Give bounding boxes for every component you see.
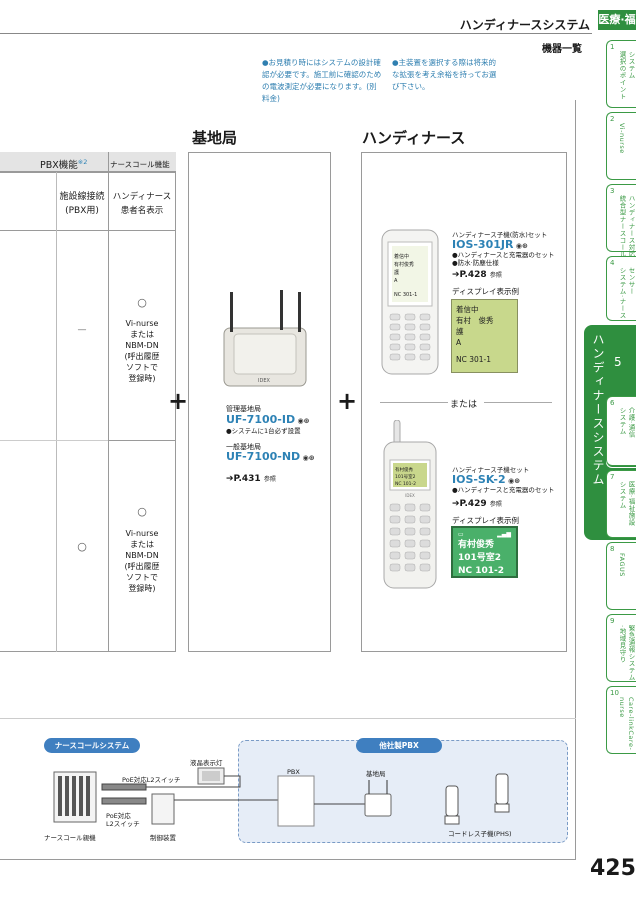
table-rule-2: [0, 230, 176, 231]
pbx-label: PBX: [287, 768, 300, 776]
active-tab-number: 5: [614, 355, 622, 369]
table-header-row: [0, 152, 176, 172]
waterproof-handset-image: 着信中 有村俊秀 護 A NC 301-1: [381, 229, 439, 375]
estimate-note: ●お見積り時にはシステムの設計確認が必要です。施工前に確認のための電波測定が必要…: [262, 58, 382, 103]
header-rule: [0, 33, 592, 34]
or-text: または: [450, 400, 478, 410]
page-number: 425: [590, 856, 636, 881]
master-label: ナースコール親機: [44, 834, 96, 842]
handset1-display-label: ディスプレイ表示例: [452, 287, 519, 296]
active-tab-label: ハンディナースシステム: [591, 333, 605, 487]
side-tab-3[interactable]: 3 ハンディナース対応 統合型ナースコール: [606, 184, 636, 258]
table-divider-v2: [56, 172, 57, 230]
mgmt-base-label: 管理基地局: [226, 405, 261, 413]
base-station-panel: [188, 152, 331, 652]
controller-label: 制御装置: [150, 834, 176, 842]
svg-text:IDEX: IDEX: [258, 378, 270, 384]
row1-facility-value: —: [77, 325, 87, 335]
handset1-label: ハンディナース子機(防水)セット: [452, 231, 548, 239]
handset2-label: ハンディナース子機セット: [452, 466, 530, 474]
handset2-image: 有村俊秀 101号室2 NC 101-2 IDEX: [383, 420, 437, 589]
handset2-model: IOS-SK-2 ◉⊛: [452, 473, 521, 486]
handset2-lcd-example: ▭▂▄▆ 有村俊秀 101号室2 NC 101-2: [451, 526, 518, 578]
table-rule: [0, 172, 176, 173]
other-pbx-pill: 他社製PBX: [356, 738, 442, 753]
svg-text:護: 護: [394, 269, 399, 276]
base-station-image: IDEX: [223, 290, 307, 387]
general-base-label: 一般基地局: [226, 443, 261, 451]
handset2-display-label: ディスプレイ表示例: [452, 516, 519, 525]
handset1-model: IOS-301JR ◉⊛: [452, 238, 528, 251]
page-header-title: ハンディナースシステム: [459, 18, 590, 32]
table-rule-3: [108, 440, 176, 441]
nurse-call-master-icon: [53, 771, 97, 823]
or-divider-left: [380, 402, 448, 403]
svg-text:NC 301-1: NC 301-1: [394, 292, 417, 298]
section-heading-handy: ハンディナース: [362, 129, 466, 147]
battery-icon: ▭: [458, 531, 464, 538]
svg-text:NC 101-2: NC 101-2: [395, 481, 416, 487]
svg-text:IDEX: IDEX: [405, 493, 415, 498]
plus-sign-left: +: [168, 387, 189, 415]
page-subtitle: 機器一覧: [542, 44, 582, 55]
row2-facility-value: ○: [77, 540, 87, 553]
handset1-note1: ●ハンディナースと充電器のセット: [452, 251, 555, 259]
table-divider-v3: [56, 230, 57, 652]
system-diagram: [53, 767, 510, 827]
row2-mark: ○: [137, 505, 147, 518]
row2-note: Vi-nurse または NBM-DN (呼出履歴 ソフトで 登録時): [124, 529, 160, 593]
main-content-frame: [0, 100, 576, 860]
svg-text:着信中: 着信中: [394, 253, 409, 260]
or-divider-right: [484, 402, 552, 403]
row1-mark: ○: [137, 296, 147, 309]
side-tab-1[interactable]: 1 ナースコール システム 選択のポイント: [606, 40, 636, 108]
handset2-note1: ●ハンディナースと充電器のセット: [452, 486, 555, 494]
side-tab-7[interactable]: 7 医療·福祉施設 システム: [606, 470, 636, 538]
col-patient-name: ハンディナース 患者名表示: [112, 192, 172, 216]
table-rule-4: [0, 440, 108, 441]
handset1-lcd-example: 着信中 有村 俊秀 護 A NC 301-1: [451, 299, 518, 373]
mgmt-base-model: UF-7100-ID ◉⊛: [226, 413, 310, 426]
category-badge: 医療·福祉: [598, 10, 636, 46]
signal-icon: ▂▄▆: [497, 531, 511, 538]
side-tab-8[interactable]: 8 FAGUS: [606, 542, 636, 610]
poe-switch-bottom-label: PoE対応 L2スイッチ: [106, 812, 140, 828]
side-tab-10[interactable]: 10 Care-linkCare-nurse: [606, 686, 636, 754]
handset1-ref[interactable]: ➔P.428 参照: [452, 270, 502, 280]
side-tab-6[interactable]: 6 介護·通信 システム: [606, 396, 636, 466]
selection-note: ●主装置を選択する際は将来的な拡張を考え余裕を持ってお選び下さい。: [392, 58, 497, 91]
col-facility-line: 施設線接続 (PBX用): [59, 192, 105, 216]
side-tab-4[interactable]: 4 センサー システム·ナース: [606, 256, 636, 321]
cordless-label: コードレス子機(PHS): [448, 830, 512, 838]
section-heading-base: 基地局: [192, 129, 238, 147]
handset2-ref[interactable]: ➔P.429 参照: [452, 499, 502, 509]
side-tab-9[interactable]: 9 緊急通報システム ·地域見守り: [606, 614, 636, 682]
svg-text:有村俊秀: 有村俊秀: [395, 466, 413, 473]
lcd-light-label: 液晶表示灯: [190, 759, 223, 767]
row1-note: Vi-nurse または NBM-DN (呼出履歴 ソフトで 登録時): [124, 319, 160, 383]
nurse-call-system-pill: ナースコールシステム: [44, 738, 140, 753]
plus-sign-right: +: [337, 387, 358, 415]
handset1-note2: ●防水·防塵仕様: [452, 259, 499, 267]
diagram-rule: [0, 718, 576, 719]
spec-icons: ◉⊛: [295, 417, 310, 425]
table-divider-v: [108, 152, 109, 652]
pbx-function-header: PBX機能※2: [40, 157, 88, 171]
mgmt-base-note: ●システムに1台必ず設置: [226, 427, 301, 435]
svg-text:101号室2: 101号室2: [395, 473, 416, 480]
nurse-call-function-header: ナースコール機能: [110, 160, 170, 169]
side-tab-2[interactable]: 2 Vi-nurse: [606, 112, 636, 180]
base-ref[interactable]: ➔P.431 参照: [226, 474, 276, 484]
poe-switch-top-label: PoE対応L2スイッチ: [122, 776, 181, 784]
general-base-model: UF-7100-ND ◉⊛: [226, 450, 315, 463]
svg-text:有村俊秀: 有村俊秀: [394, 261, 414, 268]
diagram-base-label: 基地局: [366, 770, 386, 778]
svg-text:A: A: [394, 278, 398, 284]
